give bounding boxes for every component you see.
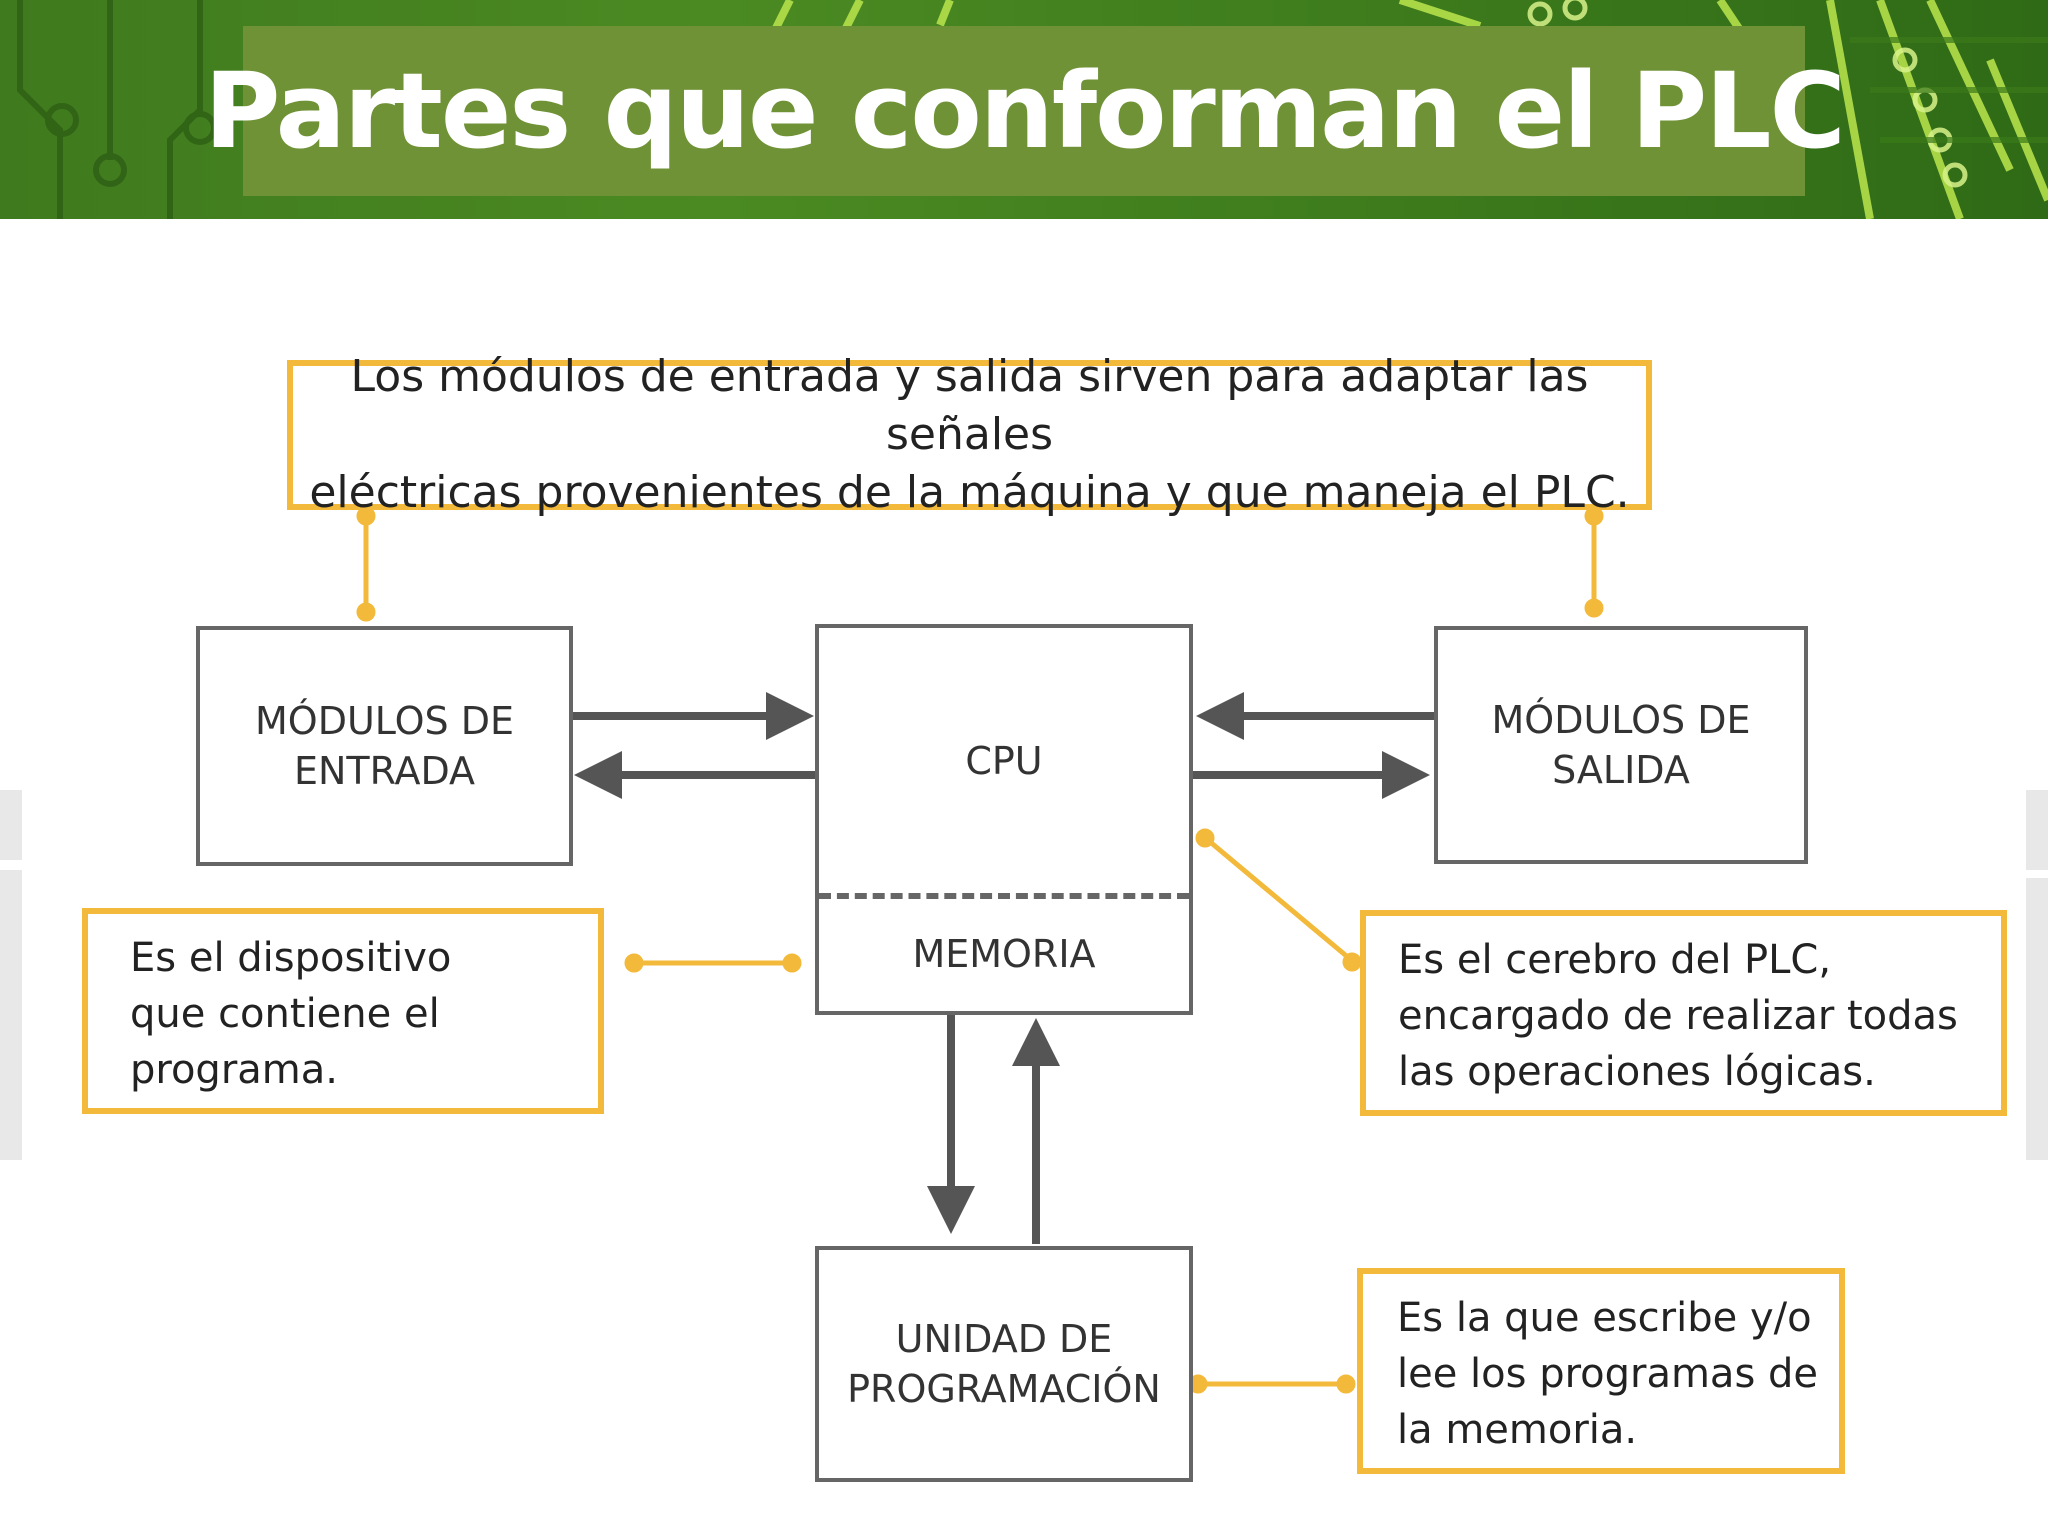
connector-dot [1584, 598, 1604, 618]
note-memory-text: Es el dispositivo que contiene el progra… [130, 935, 452, 1093]
connector-dot [624, 953, 644, 973]
block-programming-unit: UNIDAD DE PROGRAMACIÓN [815, 1246, 1193, 1482]
note-io-modules: Los módulos de entrada y salida sirven p… [287, 351, 1652, 518]
left-side-tab-top [0, 790, 22, 860]
block-memory-label: MEMORIA [912, 932, 1096, 976]
note-programming-unit-text: Es la que escribe y/o lee los programas … [1397, 1295, 1818, 1453]
block-output-modules: MÓDULOS DE SALIDA [1434, 626, 1808, 864]
connector-dot [1188, 1374, 1208, 1394]
circuit-board-background [17, 0, 2048, 219]
left-side-tab-bottom [0, 870, 22, 1160]
connector-dot [1342, 952, 1362, 972]
note-cpu: Es el cerebro del PLC, encargado de real… [1360, 910, 2007, 1116]
block-input-modules-label: MÓDULOS DE ENTRADA [255, 699, 514, 793]
note-memory: Es el dispositivo que contiene el progra… [82, 908, 604, 1114]
block-cpu-memory: CPU MEMORIA [815, 624, 1193, 1015]
block-cpu-label: CPU [965, 738, 1043, 783]
connector-dot [1336, 1374, 1356, 1394]
block-input-modules: MÓDULOS DE ENTRADA [196, 626, 573, 866]
page-title: Partes que conforman el PLC [204, 50, 1846, 172]
block-programming-unit-label: UNIDAD DE PROGRAMACIÓN [847, 1317, 1161, 1411]
header-banner: Partes que conforman el PLC [0, 0, 2048, 219]
note-cpu-text: Es el cerebro del PLC, encargado de real… [1398, 937, 1958, 1095]
note-io-modules-text: Los módulos de entrada y salida sirven p… [309, 351, 1630, 518]
connector-dot [1195, 828, 1215, 848]
connector-dot [782, 953, 802, 973]
note-programming-unit: Es la que escribe y/o lee los programas … [1357, 1268, 1845, 1474]
connector-dot [356, 602, 376, 622]
block-output-modules-label: MÓDULOS DE SALIDA [1491, 698, 1751, 792]
right-side-tab-top [2026, 790, 2048, 870]
right-side-tab-bottom [2026, 878, 2048, 1160]
connector-cpu-note [1201, 834, 1358, 966]
block-memory: MEMORIA [819, 893, 1189, 1009]
title-box: Partes que conforman el PLC [204, 26, 1846, 196]
block-cpu: CPU [819, 628, 1189, 893]
